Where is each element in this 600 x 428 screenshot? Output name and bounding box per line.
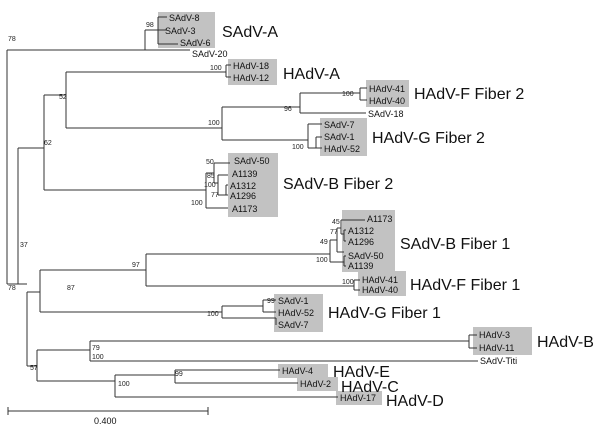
group-label: SAdV-B Fiber 1 [400, 236, 510, 253]
bootstrap-value: 45 [332, 219, 340, 226]
bootstrap-value: 37 [20, 242, 28, 249]
bootstrap-value: 100 [210, 65, 222, 72]
leaf-label: A1312 [230, 181, 256, 191]
highlight-hadv-a [228, 59, 277, 85]
bootstrap-value: 100 [208, 120, 220, 127]
scale-bar: 0.400 [7, 407, 209, 426]
bootstrap-value: 100 [207, 311, 219, 318]
bootstrap-value: 77 [330, 229, 338, 236]
leaf-label: HAdV-17 [340, 393, 376, 403]
bootstrap-value: 97 [132, 262, 140, 269]
leaf-label: SAdV-18 [368, 109, 404, 119]
leaf-label: HAdV-2 [300, 379, 331, 389]
group-labels: SAdV-A HAdV-A HAdV-F Fiber 2 HAdV-G Fibe… [222, 24, 594, 410]
bootstrap-value: 49 [320, 239, 328, 246]
group-label: SAdV-A [222, 24, 278, 41]
bootstrap-value: 100 [316, 257, 328, 264]
bootstrap-value: 99 [175, 371, 183, 378]
group-label: HAdV-E [333, 364, 390, 381]
highlight-sadv-a [158, 12, 215, 48]
bootstrap-value: 100 [342, 279, 354, 286]
leaf-label: HAdV-18 [233, 61, 269, 71]
leaf-label: HAdV-3 [479, 330, 510, 340]
highlight-hadv-b [473, 327, 532, 355]
leaf-label: SAdV-20 [192, 49, 228, 59]
leaf-label: SAdV-7 [324, 120, 355, 130]
leaf-label: A1173 [367, 214, 392, 224]
leaf-label: A1296 [230, 191, 256, 201]
bootstrap-value: 98 [146, 22, 154, 29]
highlight-hadv-f-fiber2 [366, 80, 409, 107]
leaf-label: HAdV-41 [362, 275, 398, 285]
leaf-label: A1296 [348, 237, 374, 247]
tree-branches [6, 16, 478, 398]
highlight-hadv-f-fiber1 [358, 271, 406, 296]
leaf-label: SAdV-50 [348, 251, 384, 261]
bootstrap-value: 85 [207, 173, 215, 180]
clade-highlights [158, 12, 532, 405]
leaf-label: HAdV-52 [278, 308, 314, 318]
group-label: SAdV-B Fiber 2 [283, 176, 393, 193]
leaf-label: SAdV-6 [180, 38, 211, 48]
leaf-label: SAdV-8 [169, 13, 200, 23]
leaf-label: SAdV-1 [324, 132, 355, 142]
leaf-label: HAdV-4 [282, 366, 313, 376]
group-label: HAdV-F Fiber 1 [410, 277, 520, 294]
bootstrap-value: 78 [8, 36, 16, 43]
leaf-label: HAdV-11 [479, 343, 514, 353]
bootstrap-value: 100 [204, 182, 216, 189]
leaf-label: HAdV-12 [233, 73, 269, 83]
group-label: HAdV-D [386, 393, 444, 410]
highlight-hadv-d [336, 391, 382, 405]
group-label: HAdV-F Fiber 2 [414, 86, 524, 103]
bootstrap-value: 100 [191, 200, 203, 207]
leaf-label: A1173 [232, 204, 257, 214]
leaf-label: HAdV-40 [362, 285, 398, 295]
bootstrap-value: 100 [92, 354, 104, 361]
leaf-labels: SAdV-8 SAdV-3 SAdV-6 SAdV-20 HAdV-18 HAd… [165, 13, 517, 403]
leaf-label: SAdV-7 [278, 320, 309, 330]
highlight-sadv-b-fiber2 [228, 153, 278, 217]
leaf-label: A1139 [232, 169, 257, 179]
leaf-label: SAdV-1 [278, 296, 309, 306]
highlight-hadv-e [278, 364, 328, 378]
leaf-label: SAdV-50 [234, 156, 270, 166]
bootstrap-value: 100 [118, 381, 130, 388]
leaf-label: HAdV-52 [324, 144, 360, 154]
leaf-label: A1312 [348, 226, 374, 236]
leaf-label: SAdV-Titi [480, 356, 517, 366]
bootstrap-value: 79 [92, 345, 100, 352]
highlight-hadv-g-fiber1 [274, 294, 323, 332]
group-label: HAdV-G Fiber 2 [372, 130, 485, 147]
highlight-hadv-c [297, 377, 338, 391]
group-label: HAdV-A [283, 66, 340, 83]
bootstrap-value: 52 [59, 94, 67, 101]
bootstrap-value: 87 [67, 285, 75, 292]
bootstrap-value: 78 [8, 285, 16, 292]
bootstrap-value: 62 [44, 140, 52, 147]
bootstrap-value: 100 [342, 91, 354, 98]
group-label: HAdV-B [537, 334, 594, 351]
leaf-label: HAdV-40 [369, 96, 405, 106]
bootstrap-value: 100 [292, 144, 304, 151]
highlight-hadv-g-fiber2 [320, 118, 367, 156]
group-label: HAdV-G Fiber 1 [328, 305, 441, 322]
scale-bar-label: 0.400 [94, 416, 117, 426]
bootstrap-value: 77 [211, 192, 219, 199]
leaf-label: HAdV-41 [369, 84, 405, 94]
bootstrap-value: 99 [267, 298, 275, 305]
group-label: HAdV-C [341, 379, 399, 396]
bootstrap-values: 98 78 100 100 100 96 100 52 50 85 100 77… [8, 22, 354, 388]
leaf-label: SAdV-3 [165, 26, 196, 36]
bootstrap-value: 57 [30, 365, 38, 372]
bootstrap-value: 50 [206, 159, 214, 166]
bootstrap-value: 96 [284, 106, 292, 113]
leaf-label: A1139 [348, 261, 373, 271]
